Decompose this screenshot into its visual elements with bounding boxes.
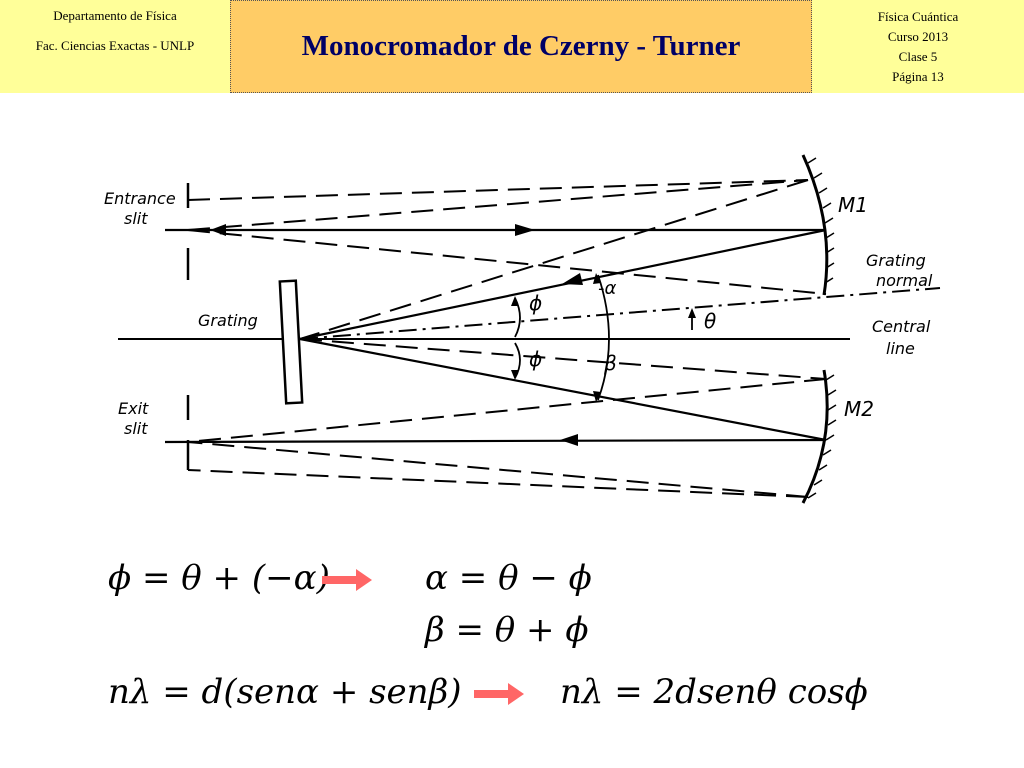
page-number: Página 13: [892, 69, 944, 84]
exit-slit-label-2: slit: [124, 419, 148, 438]
header-institution: Departamento de Física Fac. Ciencias Exa…: [0, 0, 230, 93]
grating-normal: [299, 287, 941, 340]
equation-grating: nλ = d(senα + senβ): [108, 672, 462, 712]
header-title-box: Monocromador de Czerny - Turner: [230, 0, 812, 93]
faculty-label: Fac. Ciencias Exactas - UNLP: [35, 38, 195, 53]
arrow-icon-1: [322, 569, 372, 591]
exit-slit-label-1: Exit: [118, 399, 149, 418]
equation-phi: ϕ = θ + (−α): [108, 558, 330, 598]
angle-arc-heads: [511, 273, 696, 402]
course-year: Curso 2013: [887, 29, 949, 44]
beta-label: β: [603, 351, 617, 375]
czerny-turner-diagram: Entrance slit Exit slit Grating M1 M2 Gr…: [104, 154, 941, 504]
dashed-rays: [187, 179, 827, 498]
m1-label: M1: [838, 193, 868, 217]
central-line-label-1: Central: [872, 317, 931, 336]
equation-result: nλ = 2dsenθ cosϕ: [560, 672, 868, 712]
phi-top-label: ϕ: [529, 291, 542, 315]
solid-rays: [164, 228, 827, 444]
entrance-slit-label-1: Entrance: [104, 189, 176, 208]
grating-element: [278, 279, 304, 405]
mirror-m2-hatch: [807, 374, 837, 499]
mirror-m1-hatch: [807, 157, 835, 284]
class-number: Clase 5: [898, 49, 938, 64]
grating-normal-label-1: Grating: [866, 251, 926, 270]
arrow-icon-2: [474, 683, 524, 705]
grating-label: Grating: [198, 311, 258, 330]
theta-label: θ: [704, 309, 716, 333]
ray-arrowheads: [210, 224, 583, 446]
mirror-m2: [801, 369, 829, 504]
slide-title: Monocromador de Czerny - Turner: [301, 30, 741, 62]
course-name: Física Cuántica: [877, 9, 959, 24]
grating-normal-label-2: normal: [876, 271, 933, 290]
header-course-info: Física Cuántica Curso 2013 Clase 5 Págin…: [812, 0, 1024, 93]
central-line-label-2: line: [886, 339, 915, 358]
department-label: Departamento de Física: [53, 8, 177, 23]
mirror-m1: [801, 154, 829, 296]
minus-alpha-label: -α: [598, 278, 616, 299]
m2-label: M2: [844, 397, 874, 421]
equation-beta: β = θ + ϕ: [425, 610, 589, 650]
equation-alpha: α = θ − ϕ: [425, 558, 592, 598]
entrance-slit-label-2: slit: [124, 209, 148, 228]
phi-bottom-label: ϕ: [529, 347, 542, 371]
